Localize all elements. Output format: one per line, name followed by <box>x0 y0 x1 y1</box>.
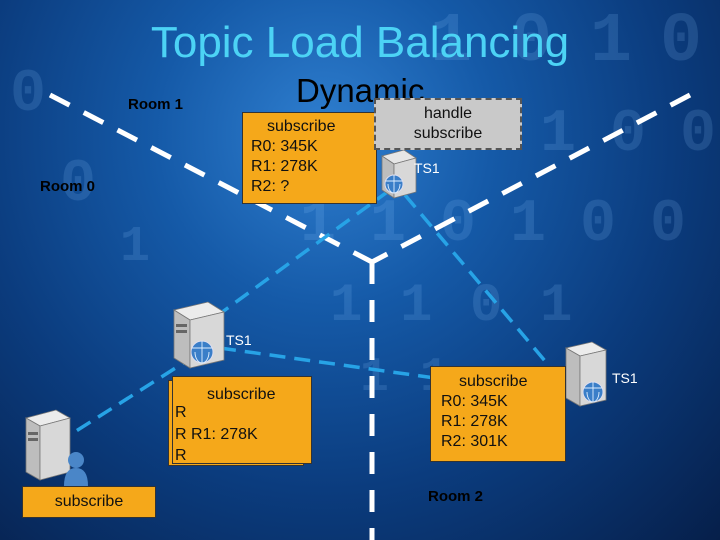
ts1-label-top: TS1 <box>414 160 440 176</box>
room-1-label: Room 1 <box>128 96 184 113</box>
connection-top-to-middle <box>212 188 392 320</box>
background-digit: 1 <box>330 276 362 337</box>
box-top-line-1: subscribe <box>267 118 336 135</box>
background-digit: 1 <box>510 191 546 259</box>
box-mid-row-3: R <box>175 447 187 464</box>
ts1-label-right: TS1 <box>612 370 638 386</box>
connection-middle-to-bottom <box>61 353 197 442</box>
server-icon-top <box>381 150 417 199</box>
background-digit: 0 <box>580 191 616 259</box>
subscribe-box-bottom: subscribe <box>22 486 156 518</box>
box-right-line-4: R2: 301K <box>441 433 508 450</box>
background-digit: 1 <box>590 3 632 82</box>
box-top-line-3: R1: 278K <box>251 158 318 175</box>
background-digit: 1 <box>120 219 150 276</box>
box-top-line-2: R0: 345K <box>251 138 318 155</box>
handle-line-2: subscribe <box>413 125 483 142</box>
server-icon-right <box>564 341 608 407</box>
box-bottom-label: subscribe <box>54 493 124 510</box>
subscribe-box-top: subscribe R0: 345K R1: 278K R2: ? <box>242 112 377 204</box>
page-title: Topic Load Balancing <box>150 18 570 67</box>
background-digit: 0 <box>660 3 702 82</box>
room-2-label: Room 2 <box>428 488 484 505</box>
subscribe-box-right: subscribe R0: 345K R1: 278K R2: 301K <box>430 366 566 462</box>
background-digit: 0 <box>60 151 96 219</box>
handle-subscribe-box: handle subscribe <box>374 98 522 150</box>
room-0-label: Room 0 <box>40 178 96 195</box>
box-right-line-2: R0: 345K <box>441 393 508 410</box>
connection-top-to-right <box>403 193 580 402</box>
background-digit: 1 <box>540 276 572 337</box>
box-mid-header: subscribe <box>207 386 276 403</box>
box-top-line-4: R2: ? <box>251 178 290 195</box>
background-digit: 1 <box>430 3 472 82</box>
handle-line-1: handle <box>423 105 473 122</box>
server-icon-middle <box>172 301 226 369</box>
box-right-line-1: subscribe <box>459 373 528 390</box>
background-digit: 0 <box>650 191 686 259</box>
divider-right <box>370 92 692 265</box>
box-right-line-3: R1: 278K <box>441 413 508 430</box>
box-mid-row-2: R1: 278K <box>191 426 258 443</box>
background-digit: 0 <box>680 101 716 169</box>
server-icon-bottom <box>24 409 88 486</box>
background-digit: 0 <box>10 61 46 129</box>
background-digit: 1 <box>400 276 432 337</box>
subscribe-box-middle: subscribe R R R1: 278K R <box>172 376 312 464</box>
ts1-label-middle: TS1 <box>226 332 252 348</box>
background-digit: 0 <box>470 276 502 337</box>
box-mid-row-2-prefix: R <box>175 426 187 443</box>
background-digit: 0 <box>510 3 552 82</box>
box-mid-row-1: R <box>175 404 187 421</box>
